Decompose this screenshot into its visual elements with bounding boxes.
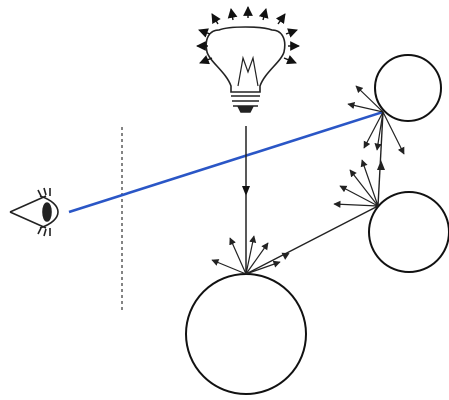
- bounce-ray-2: [377, 111, 384, 207]
- sphere-middle-right: [368, 191, 449, 273]
- scatter-rays-top: [347, 85, 405, 155]
- bounce-ray-1: [245, 205, 379, 275]
- scatter-rays-middle: [333, 159, 379, 208]
- sphere-top-right: [374, 54, 442, 122]
- ray-arrowhead: [242, 186, 250, 196]
- bulb-light-rays: [196, 6, 300, 65]
- eye-icon: [9, 187, 59, 237]
- eye-ray-line: [68, 110, 384, 214]
- ray-arrowhead: [281, 252, 290, 260]
- ray-arrowhead: [377, 160, 385, 170]
- sphere-bottom-large: [185, 273, 307, 395]
- scatter-rays-bottom: [211, 235, 281, 275]
- lightbulb-icon: [205, 26, 286, 113]
